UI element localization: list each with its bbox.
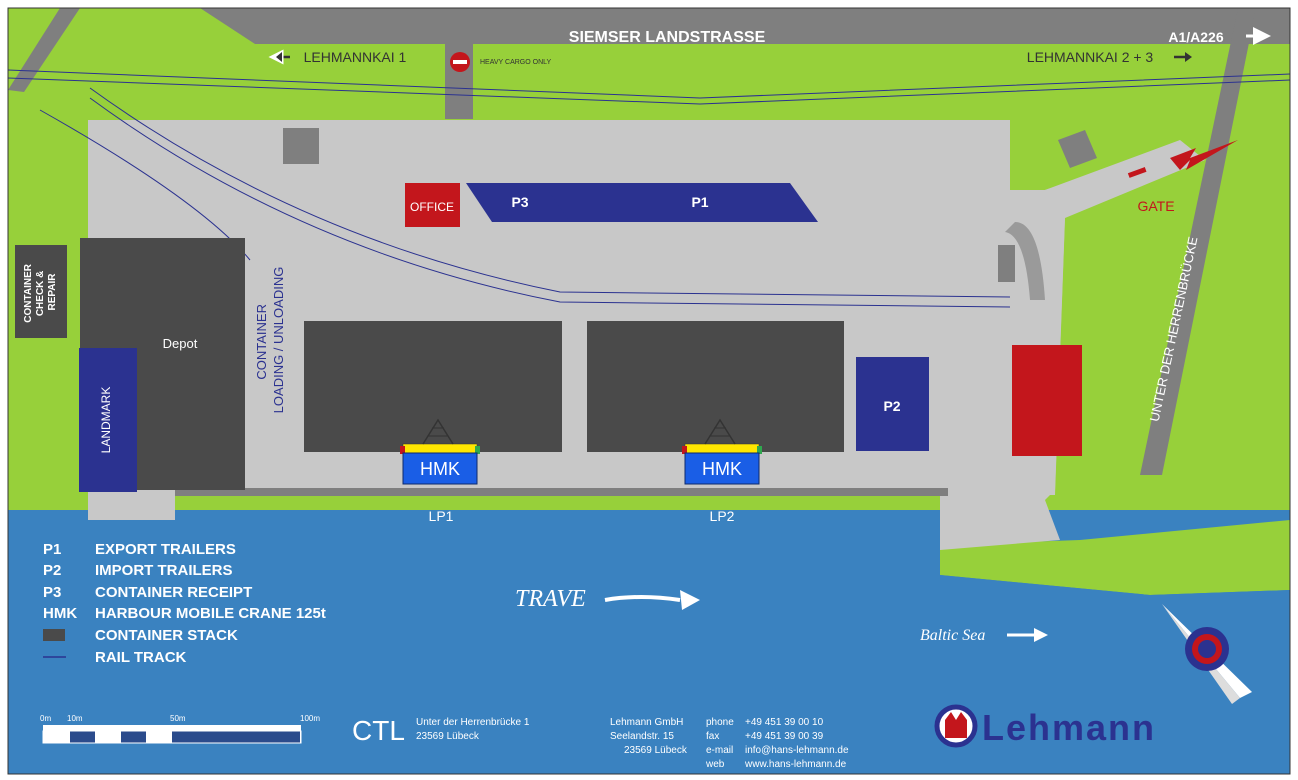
container-check-repair-building [15,245,67,338]
lp1-label: LP1 [429,508,454,524]
company-street: Seelandstr. 15 [610,731,674,742]
p3-area [466,183,572,222]
landmark-building [79,348,137,492]
gate-arrow-icon [1170,140,1238,170]
legend-label-4: CONTAINER STACK [95,627,238,644]
trave-arrow-icon [604,595,681,602]
crane-2: HMK [682,418,762,485]
gate-barrier-icon [1127,167,1147,178]
legend-key-2: P3 [43,584,61,601]
company-city: 23569 Lübeck [624,745,688,756]
office-label: OFFICE [410,200,454,214]
arrow-left-head-icon [276,52,282,62]
contact-key-2: e-mail [706,745,733,756]
lehmannkai1-label: LEHMANNKAI 1 [304,49,407,65]
contact-value-1: +49 451 39 00 39 [745,731,824,742]
water-right [940,575,1290,774]
contact-value-3[interactable]: www.hans-lehmann.de [744,759,847,770]
contact-key-1: fax [706,731,719,742]
p1-label: P1 [691,194,708,210]
company-name: Lehmann GmbH [610,717,683,728]
legend-key-3: HMK [43,605,77,622]
crane-1-label: HMK [420,459,460,479]
ctl-address-2: 23569 Lübeck [416,731,480,742]
container-stack-2 [587,321,844,452]
small-shed [998,245,1015,282]
siemser-landstrasse-road [200,8,1290,44]
compass-icon [1162,604,1252,704]
container-check-repair-label: CONTAINER CHECK & REPAIR [23,261,58,322]
legend-label-5: RAIL TRACK [95,649,187,666]
highway-label: A1/A226 [1168,29,1223,45]
p2-label: P2 [883,398,900,414]
heavy-cargo-label: HEAVY CARGO ONLY [480,59,552,66]
office-building [405,183,460,227]
legend-key-0: P1 [43,541,61,558]
ctl-address-1: Unter der Herrenbrücke 1 [416,717,530,728]
crane-2-label: HMK [702,459,742,479]
contact-value-2[interactable]: info@hans-lehmann.de [745,745,849,756]
lehmann-logo-text: Lehmann [982,707,1156,748]
p3-label: P3 [511,194,528,210]
trave-label: TRAVE [515,586,586,612]
scale-label-0: 0m [40,714,51,723]
p2-area [856,357,929,451]
grey-building-1 [283,128,319,164]
red-warehouse [1012,345,1082,456]
no-entry-bar-icon [453,60,467,64]
gate-road [935,140,1205,495]
p1-area [543,183,818,222]
legend-key-1: P2 [43,562,61,579]
lehmann-logo: Lehmann [934,704,1156,748]
lehmannkai23-label: LEHMANNKAI 2 + 3 [1027,49,1154,65]
quay-edge [175,488,948,496]
container-loading-label: CONTAINER LOADING / UNLOADING [254,267,286,414]
legend-stack-swatch [43,629,65,641]
crane-1: HMK [400,418,480,485]
trave-arrow-head-icon [680,590,700,610]
depot-label: Depot [163,336,198,351]
scale-bar: 0m 10m 50m 100m [40,714,320,744]
contact-key-3: web [705,759,725,770]
legend-label-2: CONTAINER RECEIPT [95,584,252,601]
contact-key-0: phone [706,717,734,728]
sea-arrow-head-icon [1034,628,1048,642]
legend: P1 EXPORT TRAILERS P2 IMPORT TRAILERS P3… [43,541,326,666]
shoreline-right [940,520,1290,595]
gate-label: GATE [1137,198,1174,214]
scale-label-1: 10m [67,714,83,723]
siemser-landstrasse-label: SIEMSER LANDSTRASSE [569,29,766,46]
scale-label-3: 100m [300,714,320,723]
legend-label-0: EXPORT TRAILERS [95,541,236,558]
unter-der-herrenbruecke-road [1140,8,1256,475]
scale-label-2: 50m [170,714,186,723]
legend-label-1: IMPORT TRAILERS [95,562,233,579]
lp2-label: LP2 [710,508,735,524]
legend-label-3: HARBOUR MOBILE CRANE 125t [95,605,326,622]
arrow-right-dark-head-icon [1185,52,1192,62]
contact-value-0: +49 451 39 00 10 [745,717,824,728]
grey-building-2 [1058,130,1097,168]
baltic-sea-label: Baltic Sea [920,627,985,644]
container-stack-1 [304,321,562,452]
landmark-label: LANDMARK [99,387,113,454]
rail-tracks [7,69,1291,308]
ctl-label: CTL [352,715,405,746]
gate-curve [1005,222,1045,300]
